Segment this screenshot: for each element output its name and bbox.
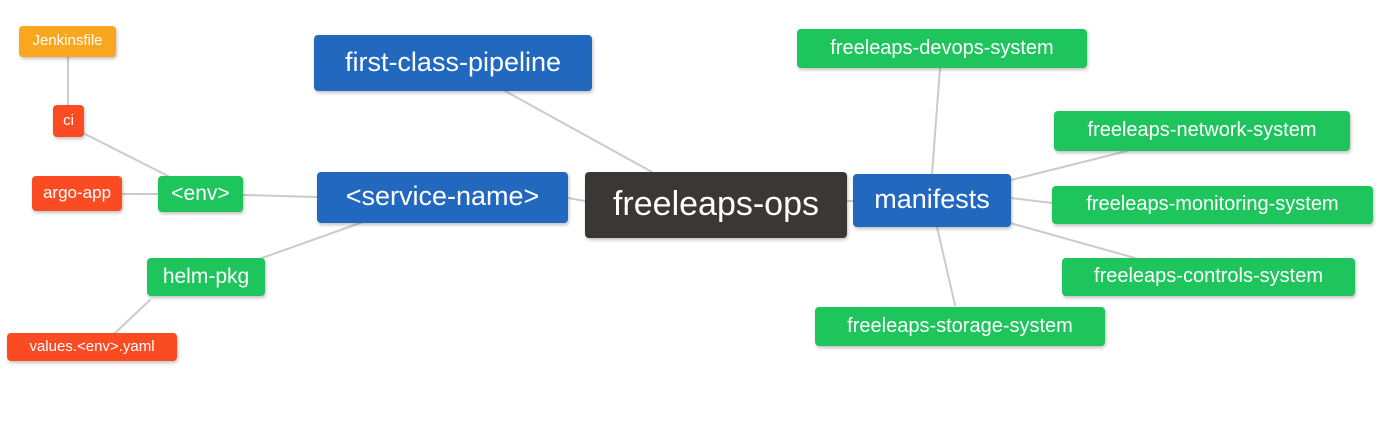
node-label: <service-name> <box>345 181 540 211</box>
edge-manifests--controls-system <box>1009 222 1136 259</box>
node-ci[interactable]: ci <box>53 105 84 137</box>
edge-first-class-pipeline--freeleaps-ops <box>504 90 653 173</box>
node-label: ci <box>63 111 74 129</box>
node-label: values.<env>.yaml <box>29 337 155 355</box>
node-label: freeleaps-controls-system <box>1094 265 1323 287</box>
edge-manifests--devops-system <box>931 67 941 175</box>
node-label: helm-pkg <box>162 264 250 288</box>
edge-helm-pkg--service-name <box>261 221 364 259</box>
node-helm-pkg[interactable]: helm-pkg <box>147 258 265 296</box>
edge-service-name--freeleaps-ops <box>567 197 586 202</box>
node-label: <env> <box>171 181 230 205</box>
node-label: argo-app <box>42 183 112 202</box>
node-argo-app[interactable]: argo-app <box>32 176 122 211</box>
node-label: freeleaps-network-system <box>1087 119 1317 141</box>
node-network-system[interactable]: freeleaps-network-system <box>1054 111 1350 151</box>
node-label: Jenkinsfile <box>32 32 103 49</box>
node-values-env-yaml[interactable]: values.<env>.yaml <box>7 333 177 361</box>
node-label: first-class-pipeline <box>344 46 562 77</box>
node-label: freeleaps-devops-system <box>830 36 1054 59</box>
node-monitoring-system[interactable]: freeleaps-monitoring-system <box>1052 186 1373 224</box>
node-storage-system[interactable]: freeleaps-storage-system <box>815 307 1105 346</box>
node-jenkinsfile[interactable]: Jenkinsfile <box>19 26 116 57</box>
edge-manifests--network-system <box>1010 150 1128 181</box>
node-label: freeleaps-ops <box>612 185 819 223</box>
node-manifests[interactable]: manifests <box>853 174 1011 227</box>
node-label: freeleaps-monitoring-system <box>1086 193 1339 215</box>
node-first-class-pipeline[interactable]: first-class-pipeline <box>314 35 592 91</box>
edge-manifests--storage-system <box>936 226 956 306</box>
edge-manifests--monitoring-system <box>1010 197 1053 204</box>
node-service-name[interactable]: <service-name> <box>317 172 568 223</box>
edge-env--service-name <box>242 194 318 198</box>
node-devops-system[interactable]: freeleaps-devops-system <box>797 29 1087 68</box>
node-label: freeleaps-storage-system <box>847 314 1073 337</box>
edge-values-env-yaml--helm-pkg <box>114 299 151 334</box>
edge-ci--env <box>82 132 169 177</box>
node-controls-system[interactable]: freeleaps-controls-system <box>1062 258 1355 296</box>
node-label: manifests <box>874 184 990 214</box>
node-freeleaps-ops[interactable]: freeleaps-ops <box>585 172 847 238</box>
node-env[interactable]: <env> <box>158 176 243 212</box>
